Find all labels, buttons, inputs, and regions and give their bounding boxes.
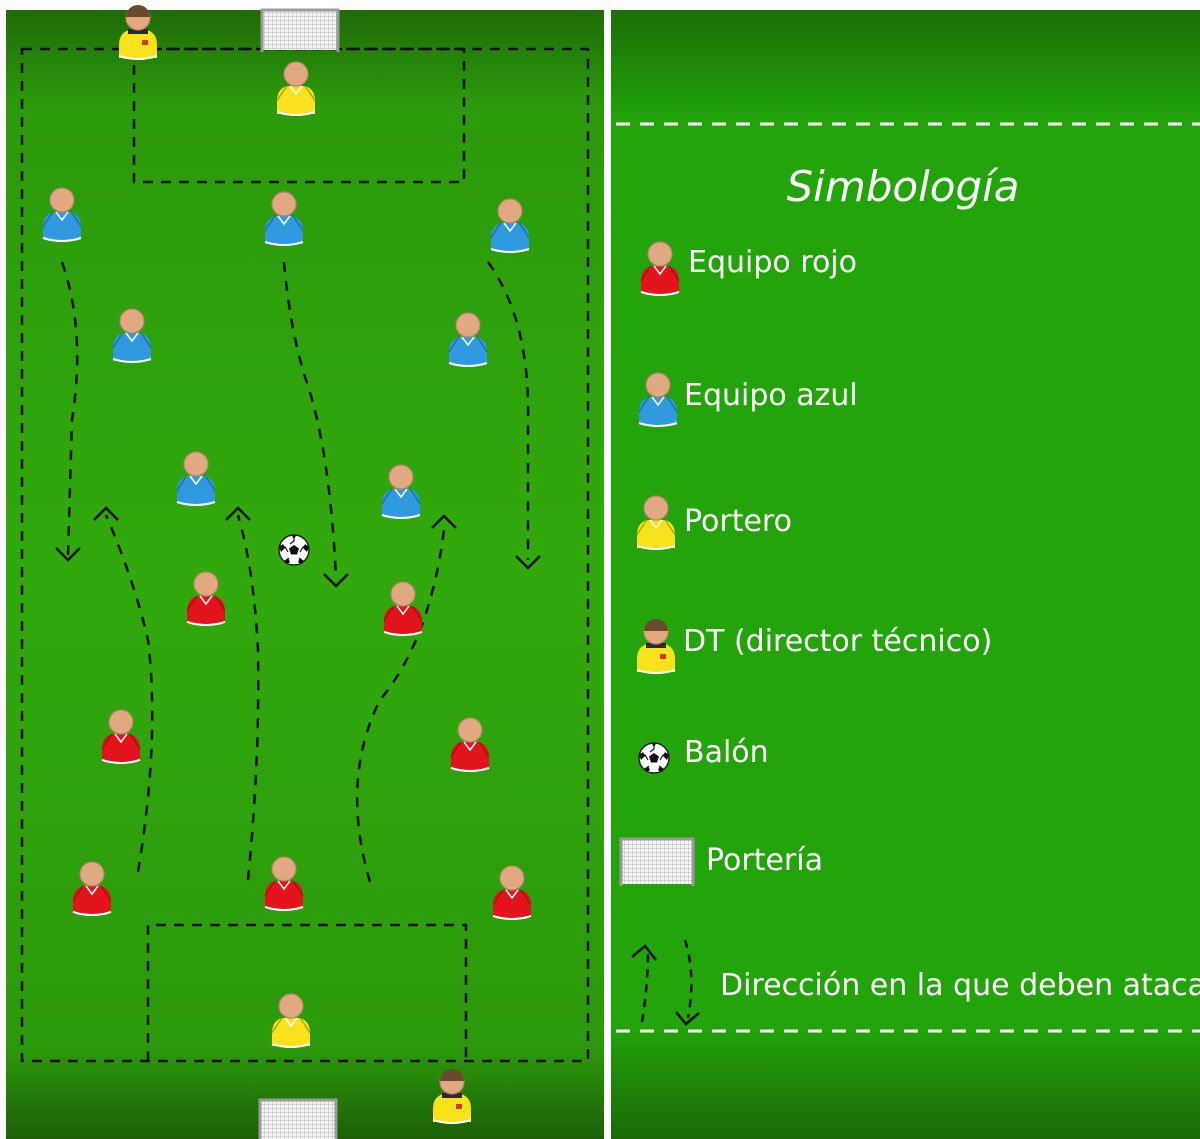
ball-icon <box>639 743 669 773</box>
legend-label-goalkeeper: Portero <box>684 504 792 539</box>
ball-icon <box>279 535 309 565</box>
pitch-background <box>6 10 604 1139</box>
goal-icon <box>621 839 693 886</box>
legend-title: Simbología <box>786 162 1019 211</box>
pitch-panel <box>6 5 604 1139</box>
legend-label-coach: DT (director técnico) <box>683 624 992 659</box>
bottom-goal-icon <box>260 1100 336 1139</box>
legend-panel: Simbología Equipo rojo Equipo azul Porte… <box>611 10 1200 1139</box>
legend-label-goal: Portería <box>706 843 823 878</box>
top-goal-icon <box>262 10 338 52</box>
legend-label-red-team: Equipo rojo <box>688 245 857 280</box>
legend-label-blue-team: Equipo azul <box>684 378 858 413</box>
legend-label-ball: Balón <box>684 735 769 770</box>
legend-label-attack-direction: Dirección en la que deben atacar <box>720 968 1200 1003</box>
